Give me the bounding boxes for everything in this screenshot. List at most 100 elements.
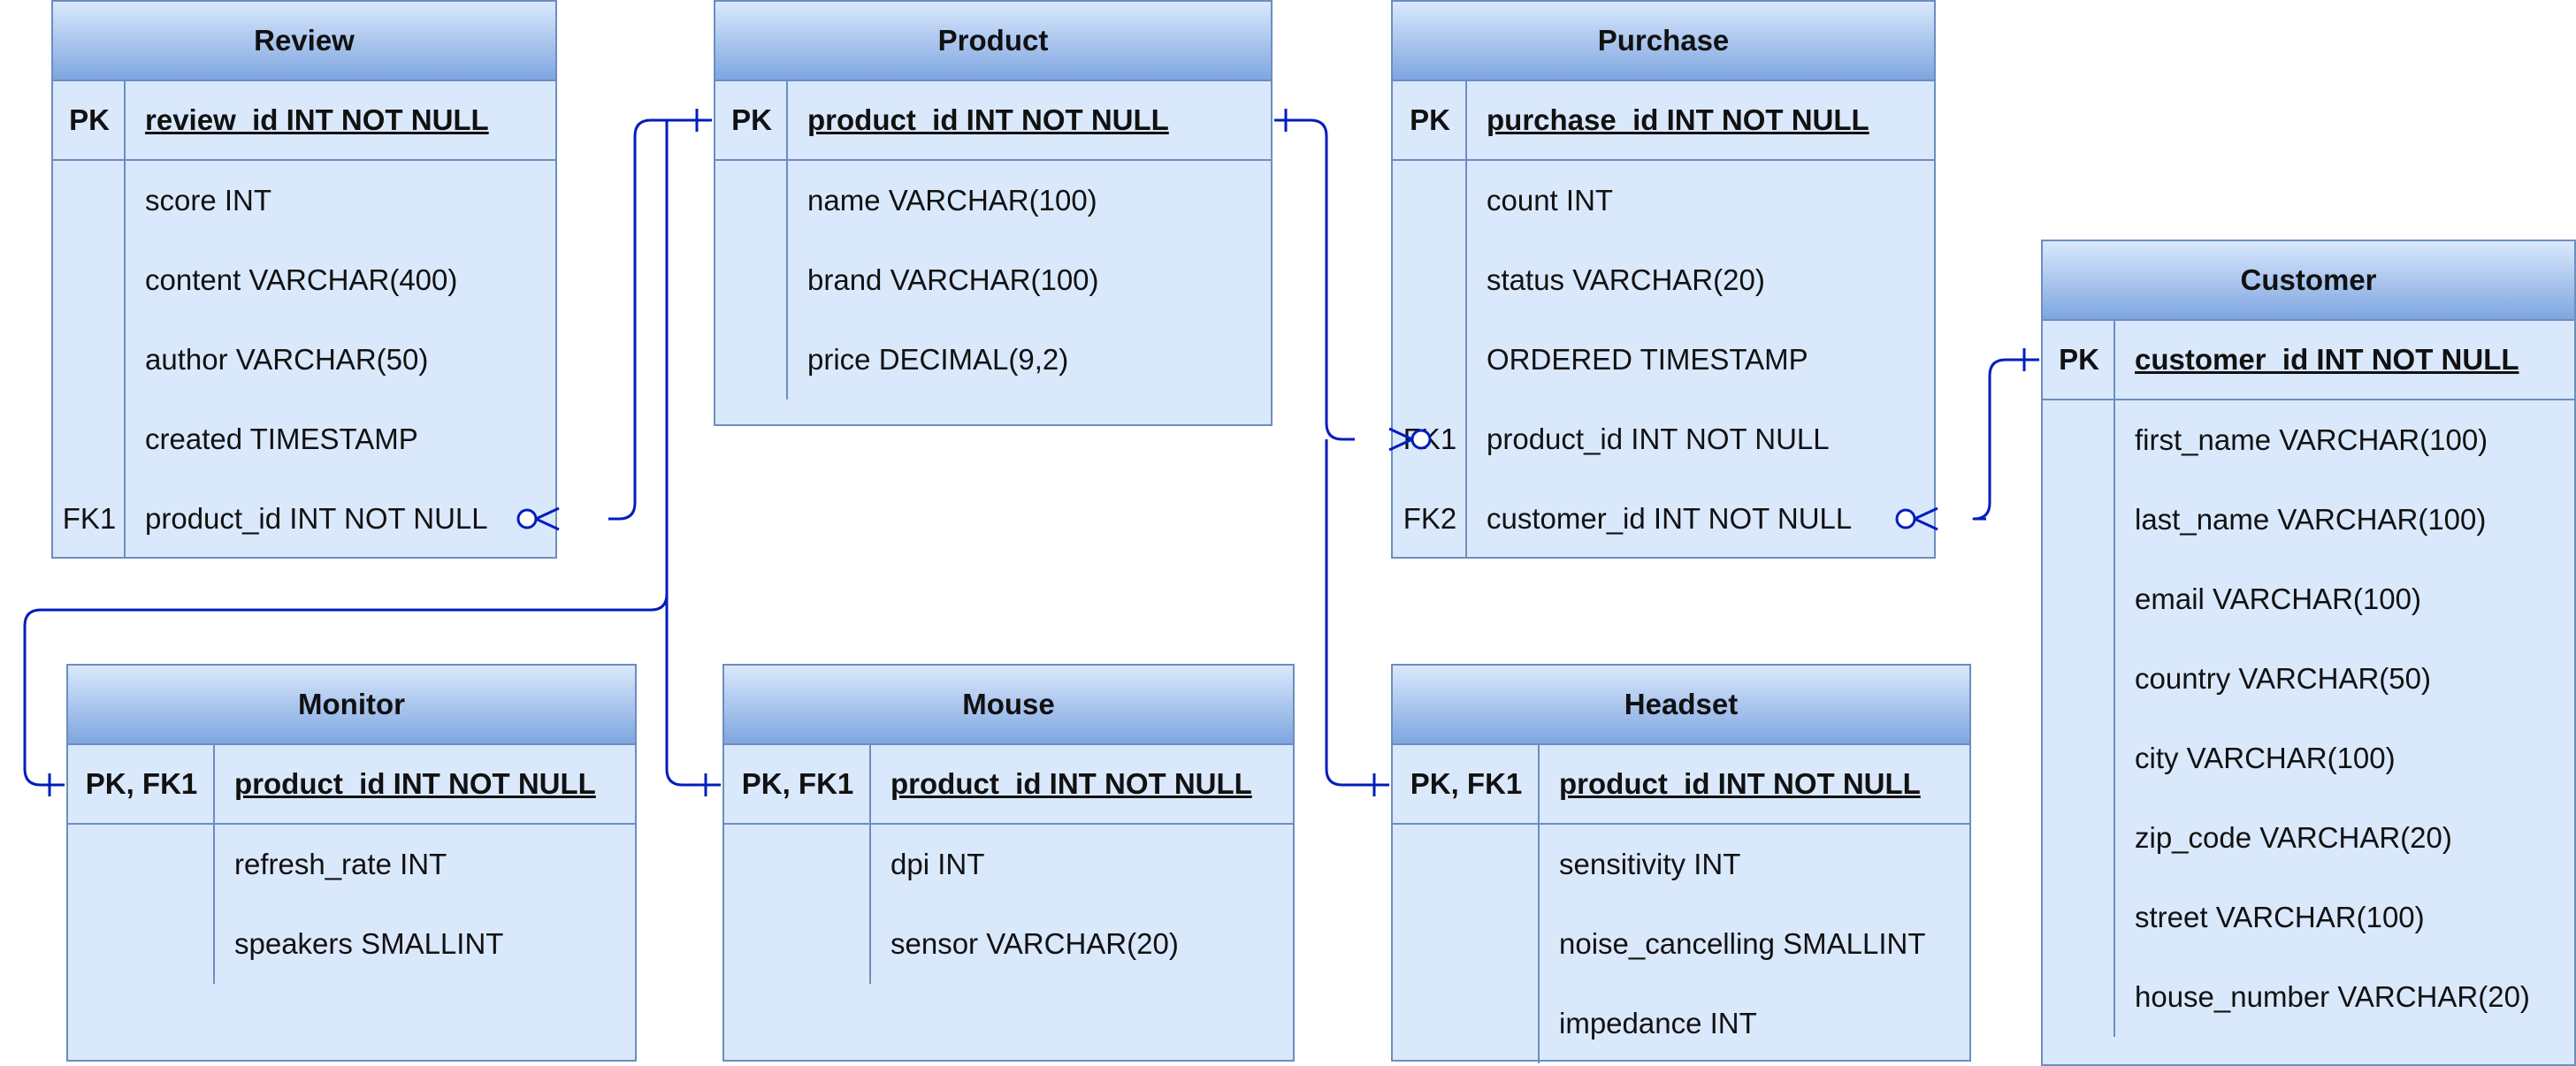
entity-rows: PK product_id INT NOT NULL name VARCHAR(10… [715, 81, 1271, 400]
field-label: first_name VARCHAR(100) [2135, 423, 2488, 456]
field-label: price DECIMAL(9,2) [807, 343, 1069, 376]
field-label: sensitivity INT [1559, 848, 1741, 880]
field-label: product_id INT NOT NULL [145, 502, 488, 535]
field-label: house_number VARCHAR(20) [2135, 980, 2530, 1013]
field-label: status VARCHAR(20) [1487, 263, 1765, 296]
entity-title: Customer [2043, 241, 2574, 321]
attribute-row[interactable]: last_name VARCHAR(100) [2043, 480, 2574, 560]
attribute-row[interactable]: first_name VARCHAR(100) [2043, 400, 2574, 480]
attribute-row[interactable]: content VARCHAR(400) [53, 240, 555, 320]
attribute-row[interactable]: score INT [53, 161, 555, 240]
field-label: product_id INT NOT NULL [1487, 423, 1830, 455]
attribute-row[interactable]: name VARCHAR(100) [715, 161, 1271, 240]
key-label: PK, FK1 [1410, 767, 1523, 800]
entity-title: Product [715, 2, 1271, 81]
connector-product-purchase [1274, 118, 1355, 441]
connector-product-headset [1325, 439, 1389, 787]
attribute-row[interactable]: FK1 product_id INT NOT NULL [1393, 400, 1934, 479]
attribute-row[interactable]: FK1 product_id INT NOT NULL [53, 479, 555, 559]
field-label: refresh_rate INT [234, 848, 447, 880]
key-label: FK1 [62, 502, 117, 535]
key-label: FK1 [1403, 423, 1457, 455]
attribute-row[interactable]: street VARCHAR(100) [2043, 878, 2574, 957]
key-column-divider [213, 745, 215, 984]
field-label: product_id INT NOT NULL [1559, 767, 1921, 800]
connector-review-product [608, 118, 712, 521]
attribute-row[interactable]: ORDERED TIMESTAMP [1393, 320, 1934, 400]
primary-key-row[interactable]: PK review_id INT NOT NULL [53, 81, 555, 161]
key-column-divider [1538, 745, 1540, 1063]
entity-title: Purchase [1393, 2, 1934, 81]
field-label: speakers SMALLINT [234, 927, 504, 960]
attribute-row[interactable]: created TIMESTAMP [53, 400, 555, 479]
attribute-row[interactable]: house_number VARCHAR(20) [2043, 957, 2574, 1037]
key-label: PK, FK1 [85, 767, 198, 800]
field-label: count INT [1487, 184, 1614, 217]
field-label: review_id INT NOT NULL [145, 103, 489, 136]
field-label: street VARCHAR(100) [2135, 901, 2425, 933]
key-column-divider [786, 81, 788, 400]
field-label: ORDERED TIMESTAMP [1487, 343, 1808, 376]
key-label: PK [2059, 343, 2099, 376]
key-column-divider [1465, 81, 1467, 559]
entity-headset[interactable]: Headset PK, FK1 product_id INT NOT NULL se… [1391, 664, 1971, 1063]
entity-product[interactable]: Product PK product_id INT NOT NULL name VA… [714, 0, 1273, 426]
primary-key-row[interactable]: PK, FK1 product_id INT NOT NULL [1393, 745, 1969, 825]
attribute-row[interactable]: impedance INT [1393, 984, 1969, 1063]
attribute-row[interactable]: brand VARCHAR(100) [715, 240, 1271, 320]
entity-customer[interactable]: Customer PK customer_id INT NOT NULL first… [2041, 240, 2576, 1066]
attribute-row[interactable]: author VARCHAR(50) [53, 320, 555, 400]
field-label: product_id INT NOT NULL [807, 103, 1169, 136]
attribute-row[interactable]: dpi INT [724, 825, 1293, 904]
attribute-row[interactable]: sensitivity INT [1393, 825, 1969, 904]
key-label: PK, FK1 [741, 767, 854, 800]
field-label: last_name VARCHAR(100) [2135, 503, 2487, 536]
primary-key-row[interactable]: PK product_id INT NOT NULL [715, 81, 1271, 161]
attribute-row[interactable]: status VARCHAR(20) [1393, 240, 1934, 320]
field-label: created TIMESTAMP [145, 423, 418, 455]
entity-rows: PK customer_id INT NOT NULL first_name VAR… [2043, 321, 2574, 1037]
entity-rows: PK, FK1 product_id INT NOT NULL sensitivit… [1393, 745, 1969, 1063]
field-label: dpi INT [891, 848, 985, 880]
entity-title: Review [53, 2, 555, 81]
field-label: sensor VARCHAR(20) [891, 927, 1179, 960]
field-label: product_id INT NOT NULL [234, 767, 596, 800]
entity-mouse[interactable]: Mouse PK, FK1 product_id INT NOT NULL dpi … [722, 664, 1295, 1062]
key-column-divider [2114, 321, 2115, 1037]
field-label: product_id INT NOT NULL [891, 767, 1252, 800]
key-label: PK [731, 103, 772, 136]
attribute-row[interactable]: city VARCHAR(100) [2043, 719, 2574, 798]
key-column-divider [869, 745, 871, 984]
attribute-row[interactable]: price DECIMAL(9,2) [715, 320, 1271, 400]
primary-key-row[interactable]: PK, FK1 product_id INT NOT NULL [724, 745, 1293, 825]
attribute-row[interactable]: count INT [1393, 161, 1934, 240]
attribute-row[interactable]: country VARCHAR(50) [2043, 639, 2574, 719]
connector-product-mouse [665, 583, 721, 787]
field-label: impedance INT [1559, 1007, 1757, 1039]
attribute-row[interactable]: refresh_rate INT [68, 825, 635, 904]
attribute-row[interactable]: email VARCHAR(100) [2043, 560, 2574, 639]
field-label: customer_id INT NOT NULL [2135, 343, 2519, 376]
entity-title: Headset [1393, 666, 1969, 745]
attribute-row[interactable]: sensor VARCHAR(20) [724, 904, 1293, 984]
entity-rows: PK, FK1 product_id INT NOT NULL dpi INT sen… [724, 745, 1293, 984]
entity-rows: PK, FK1 product_id INT NOT NULL refresh_ra… [68, 745, 635, 984]
key-label: PK [69, 103, 110, 136]
attribute-row[interactable]: noise_cancelling SMALLINT [1393, 904, 1969, 984]
key-label: FK2 [1403, 502, 1457, 535]
field-label: content VARCHAR(400) [145, 263, 458, 296]
entity-title: Mouse [724, 666, 1293, 745]
field-label: purchase_id INT NOT NULL [1487, 103, 1869, 136]
attribute-row[interactable]: speakers SMALLINT [68, 904, 635, 984]
connector-purchase-customer [1972, 358, 2039, 521]
primary-key-row[interactable]: PK, FK1 product_id INT NOT NULL [68, 745, 635, 825]
primary-key-row[interactable]: PK customer_id INT NOT NULL [2043, 321, 2574, 400]
attribute-row[interactable]: zip_code VARCHAR(20) [2043, 798, 2574, 878]
field-label: country VARCHAR(50) [2135, 662, 2431, 695]
entity-review[interactable]: Review PK review_id INT NOT NULL score INT… [51, 0, 557, 559]
